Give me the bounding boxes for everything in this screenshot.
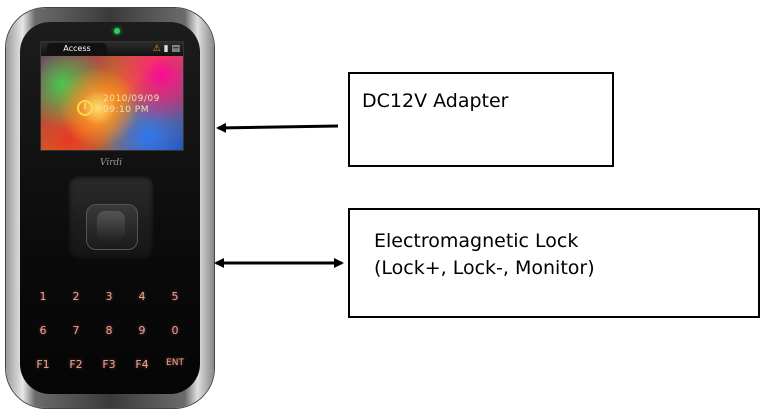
key-f2[interactable]: F2 [69,358,83,371]
key-ent[interactable]: ENT [166,358,184,368]
key-9[interactable]: 9 [138,324,146,337]
key-6[interactable]: 6 [39,324,47,337]
device-face: Access ⚠ ▮ ▤ 2010/09/09 09:10 PM Virdi 1… [20,22,200,394]
clock-icon [77,100,93,116]
key-5[interactable]: 5 [171,290,179,303]
adapter-label: DC12V Adapter [362,90,509,112]
brand-logo: Virdi [100,158,123,168]
key-f3[interactable]: F3 [102,358,116,371]
key-8[interactable]: 8 [105,324,113,337]
key-f1[interactable]: F1 [36,358,50,371]
key-4[interactable]: 4 [138,290,146,303]
access-control-terminal: Access ⚠ ▮ ▤ 2010/09/09 09:10 PM Virdi 1… [6,8,214,408]
screen-date: 2010/09/09 [103,94,160,104]
key-0[interactable]: 0 [171,324,179,337]
screen-wallpaper: 2010/09/09 09:10 PM [41,56,183,150]
key-f4[interactable]: F4 [135,358,149,371]
key-2[interactable]: 2 [72,290,80,303]
key-1[interactable]: 1 [39,290,47,303]
network-icon: ▤ [171,44,180,54]
lock-label-line1: Electromagnetic Lock [374,230,579,252]
adapter-arrow [216,122,339,133]
screen-tab-access: Access [47,43,107,55]
adapter-label-box: DC12V Adapter [348,72,614,167]
fingerprint-sensor [86,204,138,250]
warning-icon: ⚠ [152,44,161,54]
device-screen: Access ⚠ ▮ ▤ 2010/09/09 09:10 PM [40,41,184,151]
lock-label-box: Electromagnetic Lock (Lock+, Lock-, Moni… [348,208,760,318]
status-led [114,28,120,34]
screen-time: 09:10 PM [103,105,149,115]
key-3[interactable]: 3 [105,290,113,303]
key-7[interactable]: 7 [72,324,80,337]
card-icon: ▮ [163,44,169,54]
screen-status-bar: Access ⚠ ▮ ▤ [41,42,183,56]
fingerprint-housing [68,176,154,260]
lock-label-line2: (Lock+, Lock-, Monitor) [374,257,595,279]
